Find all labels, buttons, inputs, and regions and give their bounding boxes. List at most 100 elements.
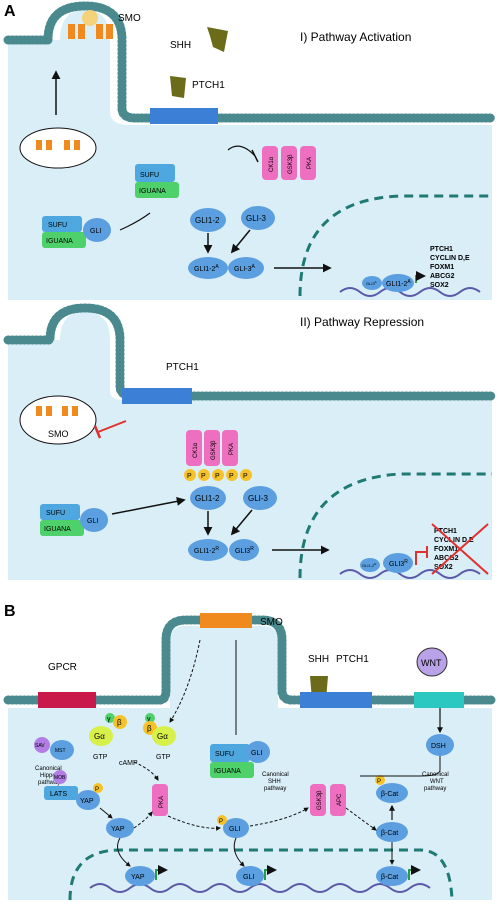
apc-label-b: APC	[337, 793, 343, 806]
target-gene: ABCG2	[434, 555, 459, 562]
bcat-label-2: β-Cat	[381, 830, 398, 837]
gli3-label-r: GLI-3	[248, 494, 269, 503]
pka-label-b: PKA	[159, 796, 165, 808]
wnt-path-label-2: WNT	[430, 779, 444, 785]
phospho-row-r: P P P P P	[184, 469, 252, 481]
lats-box	[44, 786, 78, 800]
phospho-gli	[217, 815, 227, 825]
hippo-label-2: Hippo	[40, 773, 56, 779]
gpcr-receptor	[38, 692, 96, 708]
cytoplasm-a2	[8, 312, 492, 580]
gpcr-label: GPCR	[48, 662, 77, 673]
target-gene: FOXM1	[434, 546, 458, 553]
gli12a-label: GLI1-2A	[194, 264, 219, 273]
sav-label: SAV	[35, 743, 45, 749]
smo-receptor-active	[68, 24, 113, 39]
gli12r-dna-label: GLI1-2R	[362, 562, 377, 568]
dna-a2	[339, 569, 481, 579]
nucleus-b	[68, 848, 454, 901]
sufu-box-a1	[135, 164, 175, 182]
phospho-yap-label: P	[95, 787, 99, 793]
gli-label-r: GLI	[87, 518, 98, 525]
pka-label-a1: PKA	[307, 157, 313, 169]
svg-text:P: P	[243, 473, 248, 480]
gli12-label-r: GLI1-2	[195, 494, 220, 503]
hippo-label-3: pathway	[38, 780, 60, 786]
arrow-gli3-to-r	[230, 509, 253, 536]
kinase-complex-a1	[262, 146, 316, 180]
ck1-label-r: CK1α	[193, 442, 199, 458]
gli-ellipse-a1	[83, 218, 111, 242]
import-gli	[233, 837, 245, 867]
camp-label: cAMP	[119, 760, 138, 767]
beta-label-2: β	[147, 724, 152, 733]
gli12-label-a1: GLI1-2	[195, 216, 220, 225]
iguana-box-a2	[42, 232, 86, 248]
panel-a-letter: A	[4, 3, 16, 20]
smo-ligand	[82, 10, 98, 26]
gamma-subunit-1	[105, 713, 115, 723]
ptch1-receptor	[150, 108, 218, 124]
wnt-label: WNT	[421, 658, 442, 668]
galpha-label-1: Gα	[94, 732, 105, 741]
gene-arrow-a1	[415, 271, 426, 283]
gsk-label-r: GSK3β	[211, 440, 217, 460]
inhibit-ptch1-kinase	[227, 145, 256, 157]
target-genes-r: PTCH1 CYCLIN D,E FOXM1 ABCG2 SOX2	[434, 528, 474, 571]
ptch1-receptor-r	[122, 388, 192, 404]
gli3a-label: GLI-3A	[234, 264, 256, 273]
gli3r-ellipse	[229, 539, 259, 561]
ptch1-label: PTCH1	[192, 80, 225, 91]
target-gene: PTCH1	[430, 246, 453, 253]
panel-a-repression: II) Pathway Repression PTCH1 SMO CK1α GS…	[3, 303, 497, 580]
arrow-smo-g	[169, 639, 201, 723]
gli3r-label: GLI3R	[235, 546, 254, 555]
dsh-node	[426, 734, 454, 756]
arrow-gli-to-gli12	[111, 496, 186, 515]
vesicle	[19, 127, 97, 169]
gli3a-dna	[362, 276, 382, 290]
gli12r-dna	[360, 558, 380, 572]
bcat-node-1	[376, 783, 408, 803]
inhibit-bar-a1	[251, 149, 259, 163]
gsk-label-b: GSK3β	[317, 790, 323, 810]
gli3r-dna	[383, 553, 413, 573]
arrow-gli-gsk	[249, 807, 309, 827]
gli-label-a1: GLI	[90, 228, 101, 235]
arrow-yap-pka	[133, 811, 153, 829]
gtp-label-1: GTP	[93, 754, 108, 761]
smo-label-b: SMO	[260, 617, 283, 628]
galpha-label-2: Gα	[157, 732, 168, 741]
sufu-box-b	[210, 744, 250, 762]
bcat-dna-label: β-Cat	[381, 874, 398, 881]
gsk-label-a1: GSK3β	[288, 154, 294, 174]
ck1-label-a1: CK1α	[269, 156, 275, 172]
shh-ligand	[207, 27, 228, 52]
arrow-camp-pka	[133, 761, 159, 781]
beta-subunit-1	[113, 715, 127, 729]
arrow-pka-gli	[167, 815, 221, 831]
gli-dna-label: GLI	[243, 874, 254, 881]
ptch1-receptor-b	[300, 692, 372, 708]
dna-a1	[339, 287, 481, 297]
gli12-ellipse-a1	[190, 208, 226, 232]
phospho-bcat-label: P	[377, 779, 381, 785]
yap-dna	[125, 866, 155, 886]
gli-node-b2	[223, 818, 249, 838]
gamma-label-2: γ	[147, 716, 151, 723]
gene-arrow-bcat	[408, 865, 421, 880]
iguana-label-a1: IGUANA	[139, 188, 166, 195]
yap-dna-label: YAP	[131, 874, 145, 881]
galpha-1	[89, 726, 113, 746]
inhibit-bar-red	[93, 425, 102, 439]
target-gene: SOX2	[434, 564, 453, 571]
gamma-subunit-2	[145, 713, 155, 723]
gli-node-b1	[246, 741, 270, 763]
gli3a-dna-label: GLI3A	[366, 280, 377, 286]
sufu-label-b: SUFU	[215, 751, 234, 758]
bcat-dna	[376, 866, 408, 886]
sufu-box-a2	[42, 216, 82, 232]
svg-text:P: P	[201, 473, 206, 480]
smo-receptor-b	[200, 613, 252, 628]
